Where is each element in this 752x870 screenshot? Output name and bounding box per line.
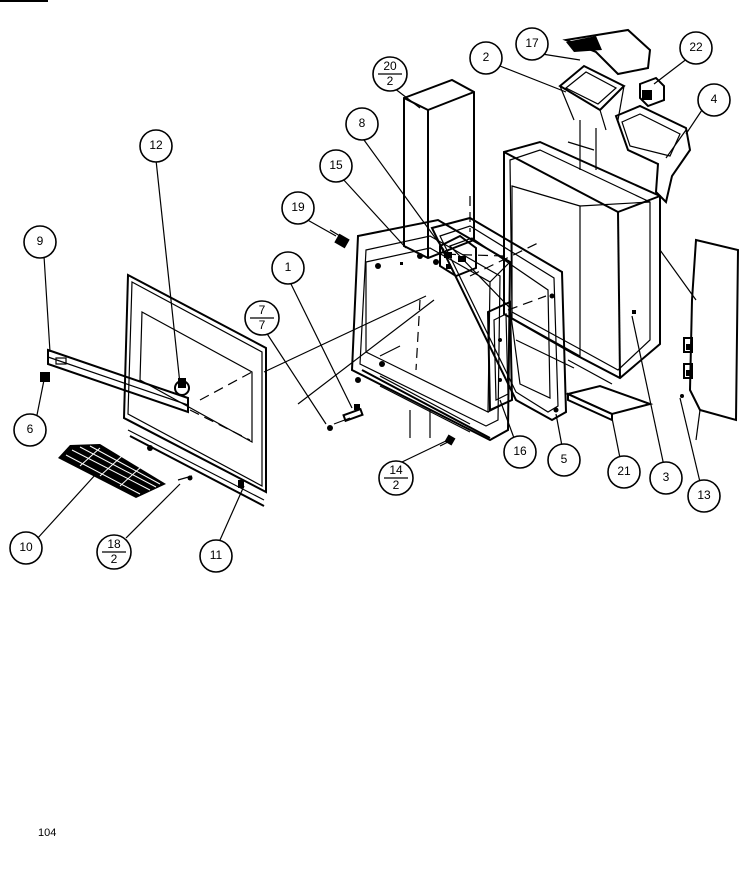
- callout-13: 13: [687, 479, 721, 513]
- part-lid: [562, 28, 652, 76]
- callout-label: 7: [259, 303, 266, 317]
- callout-10: 10: [9, 531, 43, 565]
- callout-4: 4: [697, 83, 731, 117]
- callout-label: 8: [359, 116, 366, 130]
- part-clip: [40, 372, 50, 382]
- callout-3: 3: [649, 461, 683, 495]
- callout-label: 6: [27, 422, 34, 436]
- callout-1: 1: [271, 251, 305, 285]
- part-filter: [58, 444, 166, 498]
- callout-15: 15: [319, 149, 353, 183]
- callout-label: 17: [525, 36, 539, 50]
- callout-label: 19: [291, 200, 305, 214]
- callout-16: 16: [503, 435, 537, 469]
- callout-9: 9: [23, 225, 57, 259]
- part-knob: [174, 378, 190, 396]
- part-screw: [439, 434, 456, 447]
- callout-label: 3: [663, 470, 670, 484]
- page-number: 104: [38, 827, 56, 839]
- callout-label: 4: [711, 92, 718, 106]
- callout-22: 22: [679, 31, 713, 65]
- callout-label: 13: [697, 488, 711, 502]
- callout-label: 9: [37, 234, 44, 248]
- callout-11: 11: [199, 539, 233, 573]
- callout-17: 17: [515, 27, 549, 61]
- callout-12: 12: [139, 129, 173, 163]
- part-tray: [558, 64, 626, 170]
- callout-18-2: 18 2: [96, 534, 132, 570]
- callout-label: 5: [561, 452, 568, 466]
- callout-label: 20: [383, 59, 397, 73]
- part-housing: [350, 218, 512, 442]
- callout-20-2: 20 2: [372, 56, 408, 92]
- callout-14-2: 14 2: [378, 460, 414, 496]
- callout-7-7: 7 7: [244, 300, 280, 336]
- part-clips: [342, 404, 364, 423]
- part-side-box: [486, 300, 514, 412]
- callout-label: 12: [149, 138, 163, 152]
- callout-quantity: 2: [387, 74, 394, 88]
- callout-label: 10: [19, 540, 33, 554]
- leader-lines: [35, 53, 703, 541]
- part-base-plate: [564, 359, 654, 422]
- part-connector: [329, 229, 350, 249]
- callout-label: 15: [329, 158, 343, 172]
- callout-label: 11: [210, 548, 223, 562]
- part-collar: [614, 104, 692, 204]
- callout-21: 21: [607, 455, 641, 489]
- part-side-panel: [659, 238, 740, 441]
- part-block: [639, 76, 665, 108]
- callout-label: 18: [107, 537, 121, 551]
- callout-quantity: 7: [259, 318, 266, 332]
- callout-label: 2: [483, 50, 490, 64]
- callout-2: 2: [469, 41, 503, 75]
- callout-label: 21: [617, 464, 631, 478]
- part-front-frame: [122, 273, 267, 507]
- callout-quantity: 2: [111, 552, 118, 566]
- callout-8: 8: [345, 107, 379, 141]
- callout-label: 1: [285, 260, 292, 274]
- callout-19: 19: [281, 191, 315, 225]
- callout-6: 6: [13, 413, 47, 447]
- callout-label: 16: [513, 444, 527, 458]
- part-grille-bar: [47, 348, 189, 414]
- callout-5: 5: [547, 443, 581, 477]
- callout-label: 22: [689, 40, 703, 54]
- callout-quantity: 2: [393, 478, 400, 492]
- part-cabinet: [503, 140, 661, 380]
- callout-label: 14: [389, 463, 403, 477]
